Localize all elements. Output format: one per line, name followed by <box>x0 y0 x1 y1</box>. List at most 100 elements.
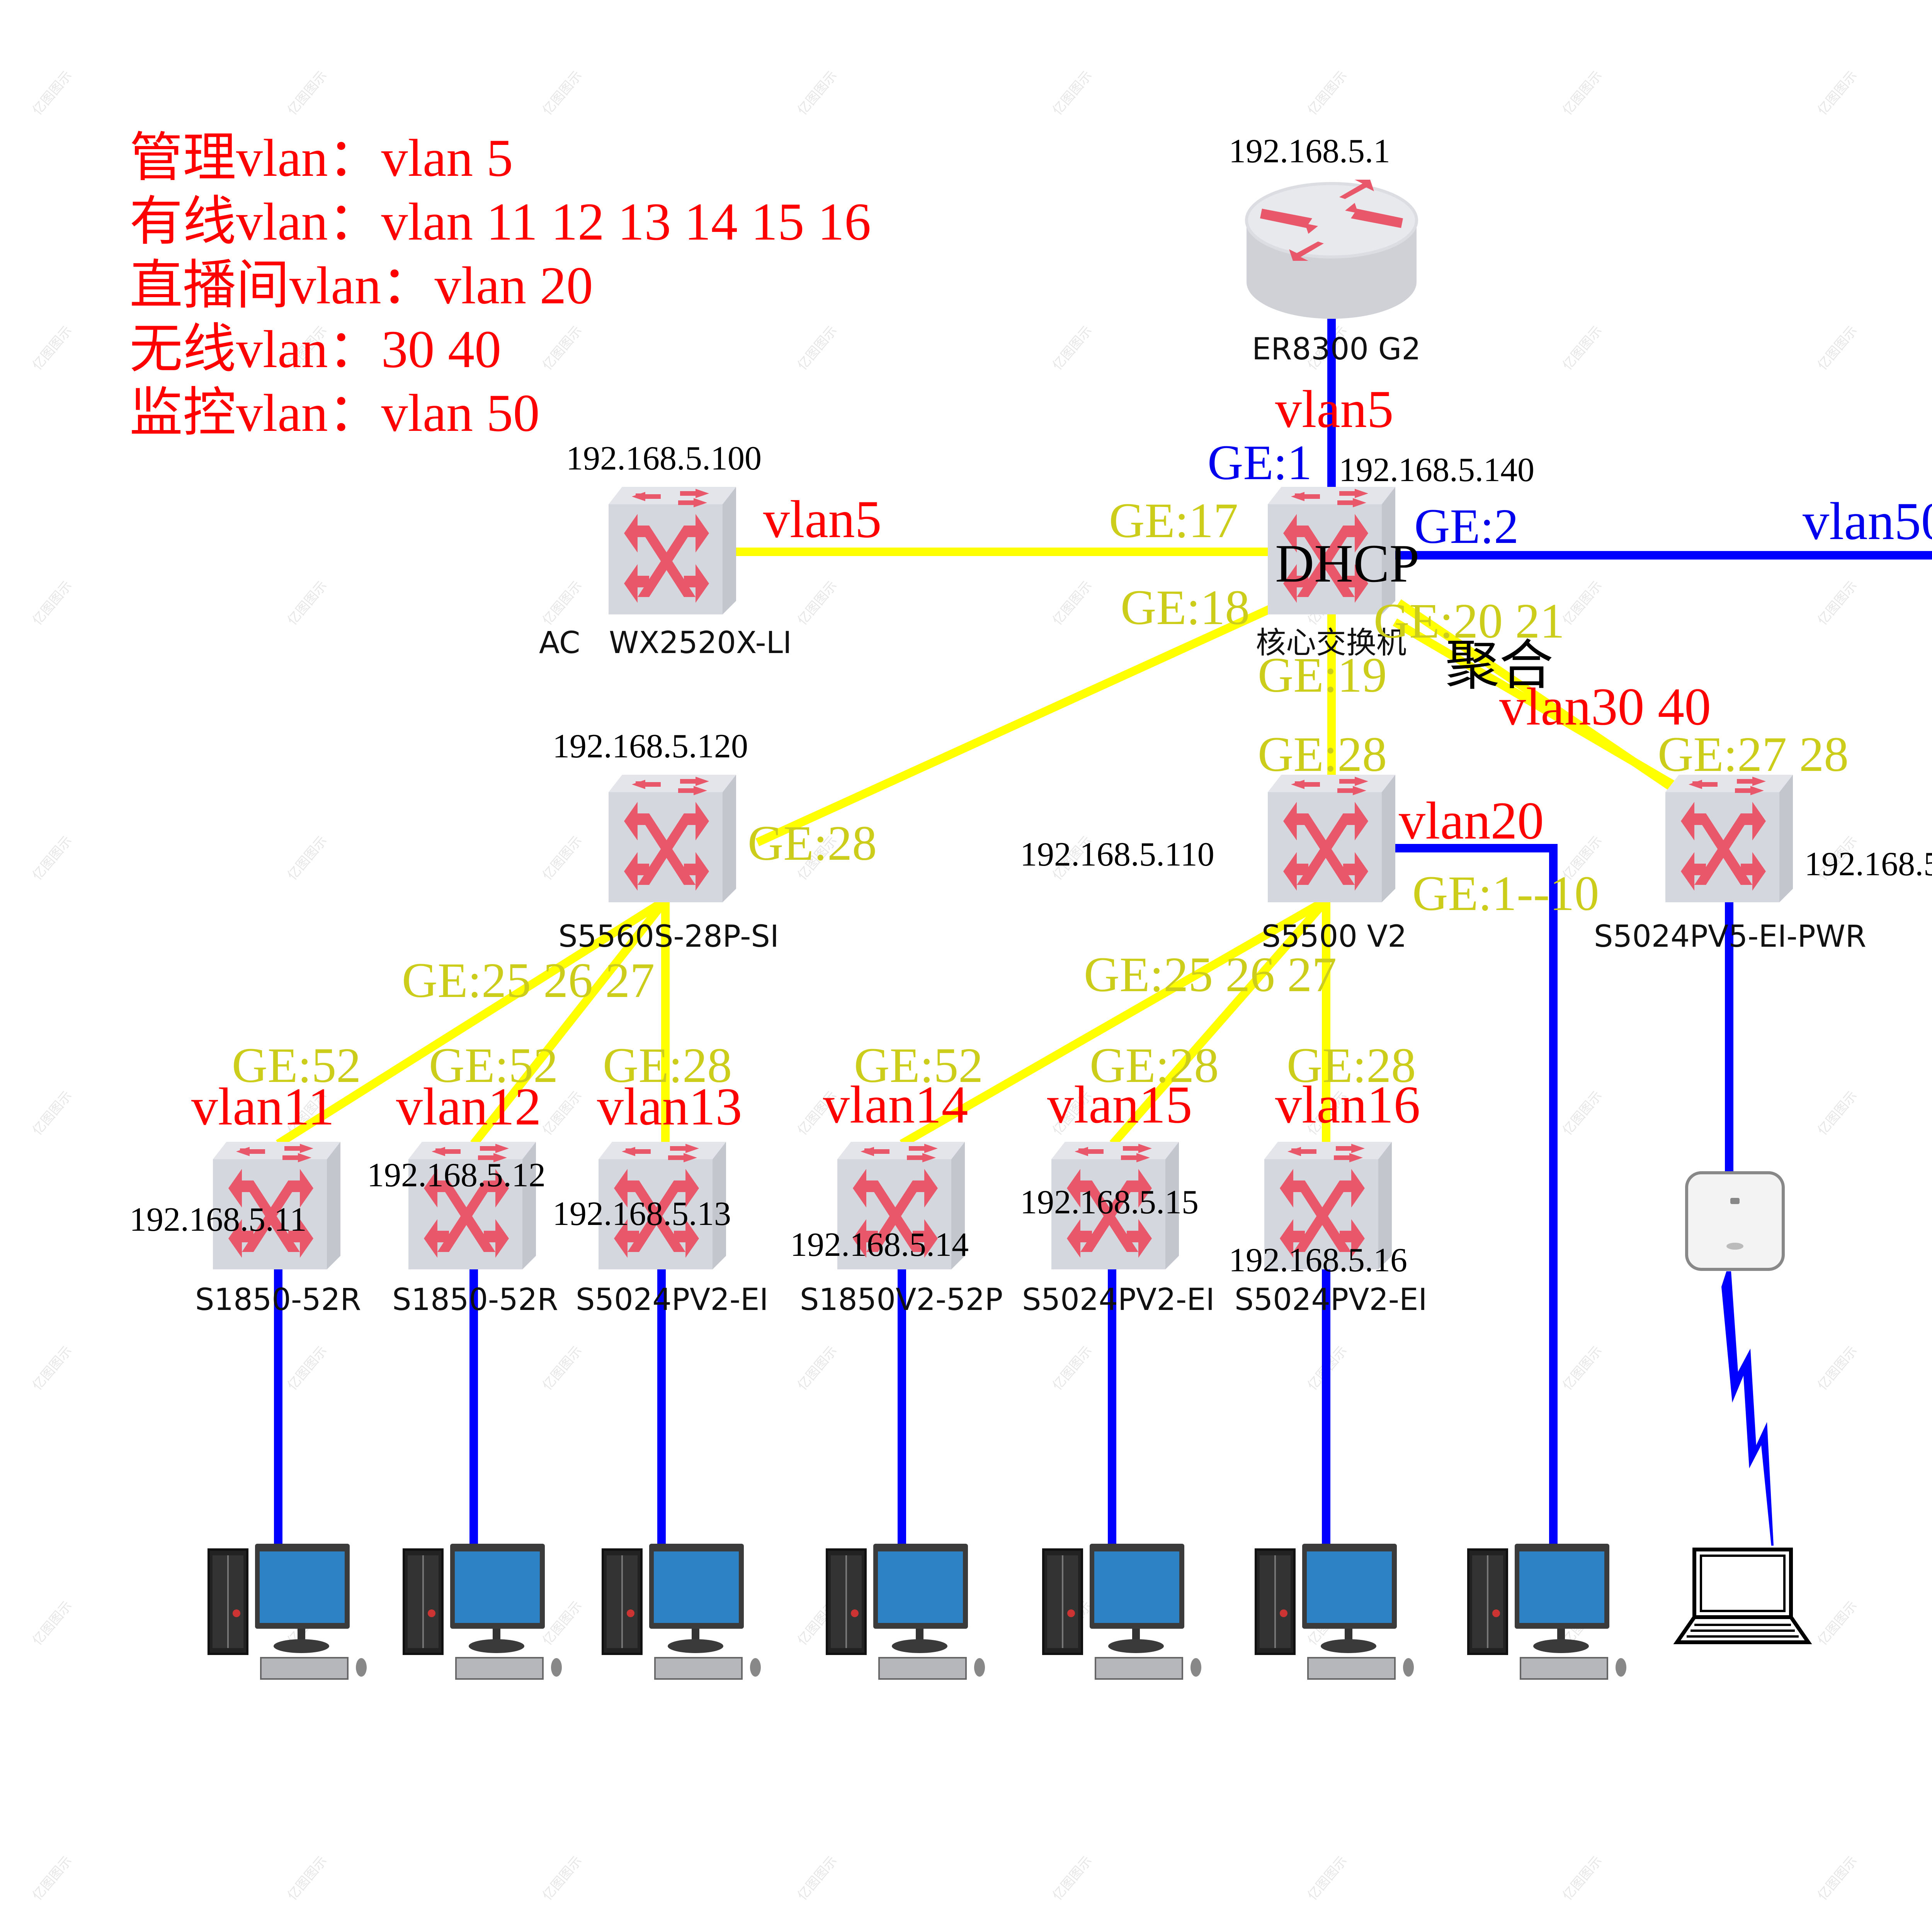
watermark-text: 亿图图示 <box>794 1343 840 1393</box>
legend-line-monitor: 监控vlan：vlan 50 <box>129 383 540 442</box>
legend-line-wired: 有线vlan：vlan 11 12 13 14 15 16 <box>129 192 871 251</box>
access-4-name: S1850V2-52P <box>800 1283 1003 1317</box>
watermark-text: 亿图图示 <box>1815 323 1860 373</box>
watermark-text: 亿图图示 <box>29 1853 75 1903</box>
agg-mid-switch[interactable] <box>1268 775 1395 902</box>
live-vlan-label: vlan20 <box>1399 791 1544 850</box>
link-agg-left-access-2[interactable] <box>470 898 669 1146</box>
core-agg-left-port-label: GE:18 <box>1121 580 1250 635</box>
watermark-text: 亿图图示 <box>794 68 840 118</box>
watermark-text: 亿图图示 <box>1304 1853 1350 1903</box>
watermark-text: 亿图图示 <box>29 323 75 373</box>
agg-left-down-ports-label: GE:25 26 27 <box>402 953 655 1008</box>
link-agg-mid-live-pc[interactable] <box>1395 844 1558 1550</box>
pc-3[interactable] <box>603 1544 761 1679</box>
watermark-text: 亿图图示 <box>539 323 585 373</box>
watermark-text: 亿图图示 <box>1815 1088 1860 1138</box>
access-5-vlan: vlan15 <box>1047 1075 1192 1134</box>
access-1-uplink-port: GE:52 <box>232 1038 361 1093</box>
switch-icon <box>609 487 736 614</box>
poe-ip: 192.168.5.130 <box>1804 845 1932 883</box>
core-dhcp-badge: DHCP <box>1275 534 1419 594</box>
router-er8300[interactable] <box>1245 180 1418 319</box>
access-3-vlan: vlan13 <box>597 1077 742 1136</box>
watermark-text: 亿图图示 <box>1815 578 1860 628</box>
watermark-text: 亿图图示 <box>29 833 75 883</box>
live-ports-label: GE:1--10 <box>1412 866 1599 921</box>
agg-mid-name: S5500 V2 <box>1262 919 1407 954</box>
watermark-text: 亿图图示 <box>284 68 330 118</box>
watermark-text: 亿图图示 <box>284 578 330 628</box>
core-ip: 192.168.5.140 <box>1339 451 1534 489</box>
router-ip: 192.168.5.1 <box>1229 133 1390 170</box>
wireless-ap-icon <box>1685 1171 1785 1271</box>
watermark-text: 亿图图示 <box>1815 1853 1860 1903</box>
pc-1[interactable] <box>209 1544 367 1679</box>
access-5-uplink-port: GE:28 <box>1090 1038 1219 1093</box>
link-core-poe-2[interactable] <box>1393 618 1695 800</box>
router-icon <box>1245 180 1418 319</box>
link-core-agg-left[interactable] <box>755 602 1277 847</box>
watermark-text: 亿图图示 <box>794 1853 840 1903</box>
router-core-vlan-label: vlan5 <box>1275 379 1394 439</box>
watermark-text: 亿图图示 <box>539 578 585 628</box>
pcs <box>209 1544 1626 1679</box>
laptop[interactable] <box>1673 1548 1812 1644</box>
agg-left-switch[interactable] <box>609 775 736 902</box>
wireless-ap[interactable] <box>1685 1171 1785 1271</box>
watermark-text: 亿图图示 <box>1560 323 1605 373</box>
access-6-uplink-port: GE:28 <box>1287 1038 1416 1093</box>
poe-switch[interactable] <box>1665 775 1793 902</box>
watermark-text: 亿图图示 <box>1049 578 1095 628</box>
watermark-text: 亿图图示 <box>1815 68 1860 118</box>
watermark-text: 亿图图示 <box>284 833 330 883</box>
core-poe-port-label: GE:20 21 <box>1374 594 1565 648</box>
pc-6[interactable] <box>1256 1544 1414 1679</box>
router-name: ER8300 G2 <box>1252 332 1421 367</box>
access-3-uplink-port: GE:28 <box>603 1038 732 1093</box>
poe-uplink-port-label: GE:27 28 <box>1658 727 1849 782</box>
access-5-name: S5024PV2-EI <box>1022 1283 1214 1317</box>
watermark-text: 亿图图示 <box>1049 323 1095 373</box>
watermark-text: 亿图图示 <box>29 578 75 628</box>
desktop-pc-icon <box>1256 1544 1414 1679</box>
watermark-text: 亿图图示 <box>539 1343 585 1393</box>
link-agg-mid-access-4[interactable] <box>900 896 1328 1148</box>
access-5-ip: 192.168.5.15 <box>1020 1184 1199 1221</box>
watermark-text: 亿图图示 <box>1560 1088 1605 1138</box>
access-2-ip: 192.168.5.12 <box>367 1157 546 1194</box>
agg-left-name: S5560S-28P-SI <box>558 919 779 954</box>
access-1-name: S1850-52R <box>195 1283 361 1317</box>
access-2-vlan: vlan12 <box>396 1077 541 1136</box>
watermark-text: 亿图图示 <box>284 1853 330 1903</box>
links <box>274 319 1932 1550</box>
watermark-text: 亿图图示 <box>1049 1853 1095 1903</box>
watermark-text: 亿图图示 <box>29 68 75 118</box>
ac-name: AC WX2520X-LI <box>539 626 792 660</box>
agg-mid-uplink-port-label: GE:28 <box>1258 727 1387 782</box>
watermark-text: 亿图图示 <box>539 1598 585 1648</box>
ac-ip: 192.168.5.100 <box>566 440 762 477</box>
watermark-text: 亿图图示 <box>1304 68 1350 118</box>
pc-2[interactable] <box>404 1544 562 1679</box>
link-agg-mid-access-5[interactable] <box>1109 897 1330 1147</box>
watermark-text: 亿图图示 <box>1560 1343 1605 1393</box>
access-6-vlan: vlan16 <box>1275 1075 1420 1134</box>
pc-live[interactable] <box>1468 1544 1626 1679</box>
vlan-legend: 管理vlan：vlan 5 有线vlan：vlan 11 12 13 14 15… <box>129 128 871 442</box>
ac-vlan-label: vlan5 <box>763 490 882 549</box>
watermark-text: 亿图图示 <box>539 833 585 883</box>
link-agg-left-access-1[interactable] <box>276 896 668 1148</box>
watermark-text: 亿图图示 <box>1560 1853 1605 1903</box>
access-3-name: S5024PV2-EI <box>576 1283 768 1317</box>
ac-switch[interactable] <box>609 487 736 614</box>
pc-5[interactable] <box>1043 1544 1201 1679</box>
desktop-pc-icon <box>603 1544 761 1679</box>
pc-4[interactable] <box>827 1544 985 1679</box>
switch-icon <box>609 775 736 902</box>
access-2-name: S1850-52R <box>392 1283 558 1317</box>
core-name: 核心交换机 <box>1256 626 1406 660</box>
desktop-pc-icon <box>209 1544 367 1679</box>
watermark-text: 亿图图示 <box>29 1088 75 1138</box>
switch-icon <box>1665 775 1793 902</box>
